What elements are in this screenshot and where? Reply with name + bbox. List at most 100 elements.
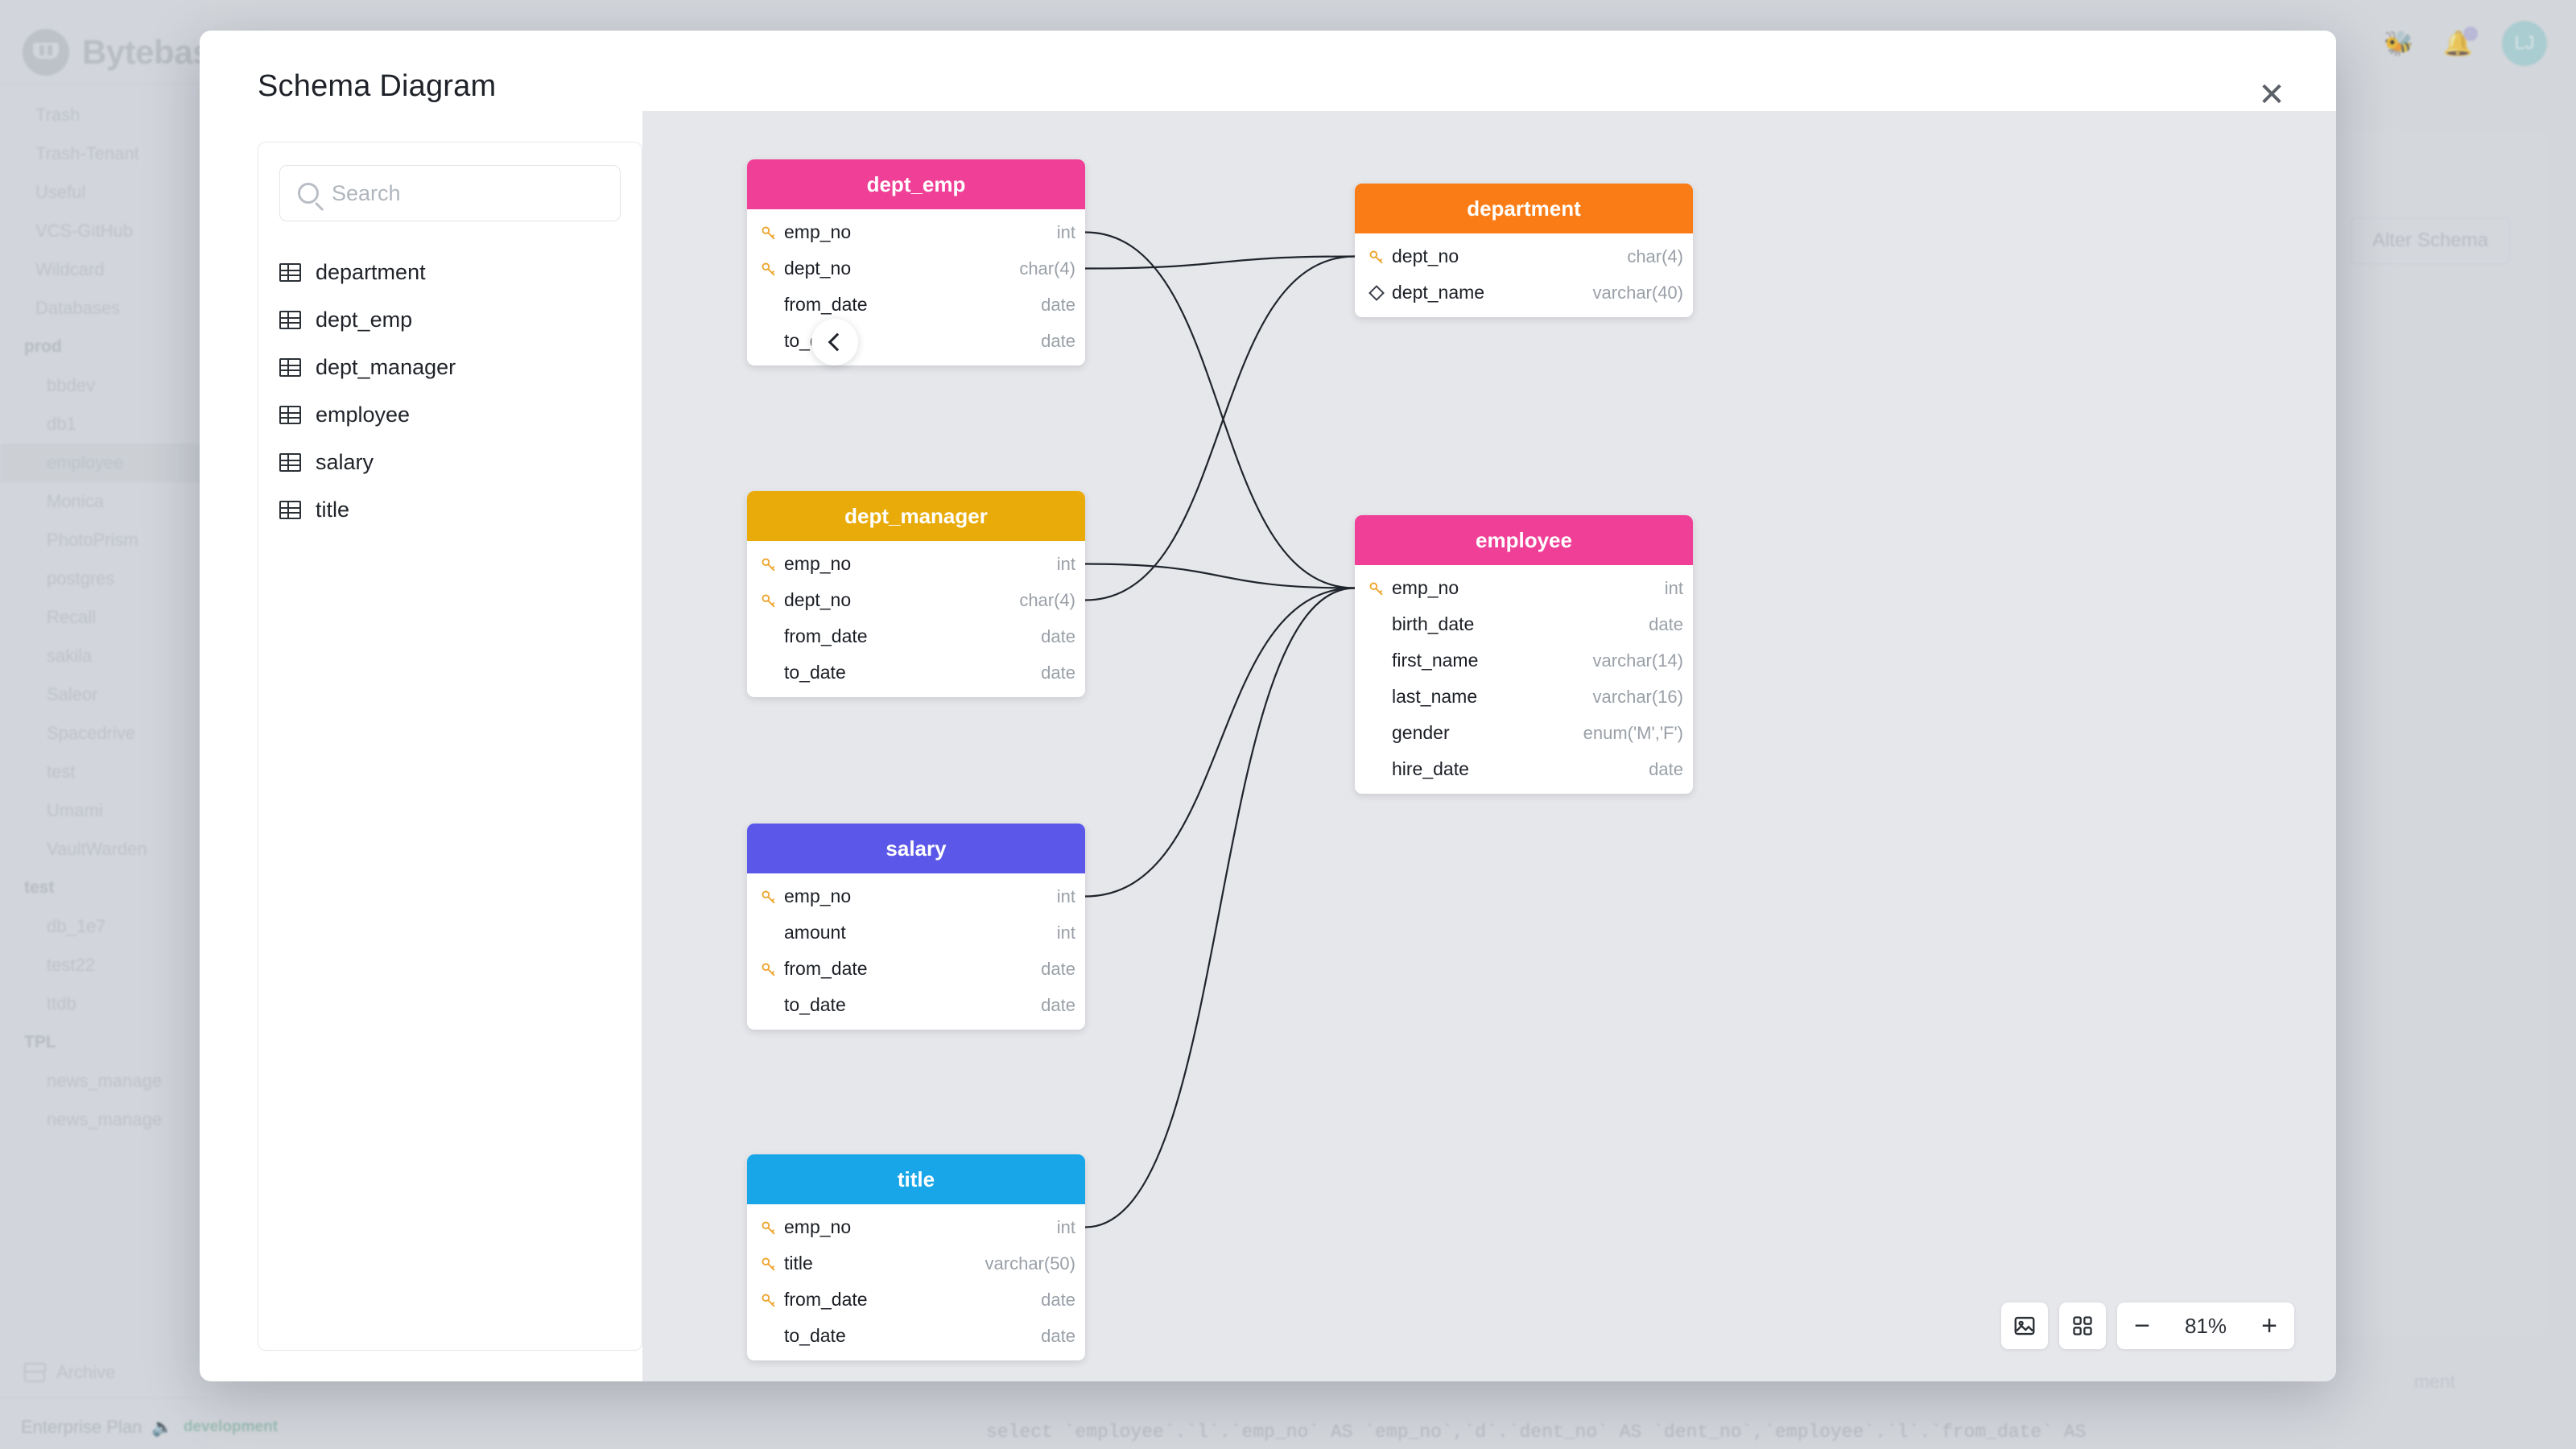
sidebar-item-wildcard[interactable]: Wildcard [35, 259, 105, 279]
sidebar-item-databases[interactable]: Databases [35, 298, 121, 318]
sidebar-item-vaultwarden[interactable]: VaultWarden [47, 839, 147, 859]
layout-grid-button[interactable] [2059, 1302, 2106, 1349]
column-name: birth_date [1392, 613, 1475, 634]
sidebar-item-news-manage[interactable]: news_manage [47, 1071, 163, 1091]
sidebar-item-recall[interactable]: Recall [47, 607, 97, 627]
environment-chip: ment [2413, 1371, 2455, 1392]
close-icon[interactable]: ✕ [2258, 77, 2285, 113]
notifications-button[interactable]: 🔔 [2443, 26, 2478, 58]
table-list-item-label: title [316, 497, 350, 522]
table-list-item-title[interactable]: title [258, 486, 642, 534]
table-icon [279, 501, 301, 519]
table-list-item-department[interactable]: department [258, 249, 642, 296]
column-name: first_name [1392, 650, 1479, 671]
environment-label: development [183, 1418, 279, 1435]
sidebar-item-spacedrive[interactable]: Spacedrive [47, 723, 136, 743]
column-name: dept_no [784, 589, 852, 610]
zoom-out-button[interactable]: − [2134, 1311, 2150, 1341]
table-list-item-dept_manager[interactable]: dept_manager [258, 344, 642, 391]
table-list-item-label: dept_manager [316, 355, 456, 379]
sidebar-item-useful[interactable]: Useful [35, 182, 86, 202]
page-title: Schema Diagram [258, 69, 497, 103]
sidebar-item-saleor[interactable]: Saleor [47, 684, 98, 704]
sidebar-item-test[interactable]: test [47, 762, 76, 782]
table-list-item-salary[interactable]: salary [258, 439, 642, 486]
sidebar-item-archive[interactable]: Archive [23, 1362, 115, 1383]
sidebar-item-test22[interactable]: test22 [47, 955, 95, 975]
table-icon [279, 406, 301, 424]
sidebar-item-photoprism[interactable]: PhotoPrism [47, 530, 138, 550]
zoom-in-button[interactable]: + [2261, 1311, 2277, 1341]
sidebar-item-trash[interactable]: Trash [35, 105, 80, 125]
sidebar-item-db-1e7[interactable]: db_1e7 [47, 916, 106, 936]
table-list-item-employee[interactable]: employee [258, 391, 642, 439]
relationship-edge [1084, 587, 1356, 898]
search-box[interactable] [279, 165, 621, 221]
sidebar-item-vcs-github[interactable]: VCS-GitHub [35, 221, 134, 241]
key-icon [1366, 248, 1387, 266]
sidebar-item-umami[interactable]: Umami [47, 800, 103, 820]
table-icon [279, 263, 301, 282]
avatar[interactable]: LJ [2502, 21, 2547, 66]
collapse-sidebar-button[interactable] [811, 319, 858, 365]
column-type: date [1041, 330, 1075, 351]
sidebar-item-trash-tenant[interactable]: Trash-Tenant [35, 143, 139, 163]
column-type: date [1649, 758, 1683, 779]
column-type: date [1041, 625, 1075, 646]
alter-schema-button[interactable]: Alter Schema [2350, 217, 2510, 264]
sidebar-item-monica[interactable]: Monica [47, 491, 104, 511]
column-type: char(4) [1019, 589, 1075, 610]
sidebar-item-employee[interactable]: employee [0, 444, 208, 482]
bug-icon[interactable]: 🐝 [2384, 30, 2414, 57]
export-image-button[interactable] [2001, 1302, 2048, 1349]
table-list-item-dept_emp[interactable]: dept_emp [258, 296, 642, 344]
sidebar-item-news-manage[interactable]: news_manage [47, 1109, 163, 1129]
sidebar-item-ttdb[interactable]: ttdb [47, 993, 76, 1013]
column-type: varchar(40) [1592, 282, 1683, 303]
key-icon [762, 225, 775, 239]
column-row[interactable]: dept_no char(4) [747, 582, 1085, 618]
sidebar-item-postgres[interactable]: postgres [47, 568, 115, 588]
column-name: to_date [784, 1325, 846, 1346]
search-input[interactable] [332, 180, 602, 206]
plan-strip[interactable]: Enterprise Plan 🔈 development [21, 1417, 278, 1438]
sidebar-item-sakila[interactable]: sakila [47, 646, 93, 666]
sidebar-item-db1[interactable]: db1 [47, 414, 76, 434]
key-icon [758, 888, 779, 906]
sidebar-item-bbdev[interactable]: bbdev [47, 375, 95, 395]
